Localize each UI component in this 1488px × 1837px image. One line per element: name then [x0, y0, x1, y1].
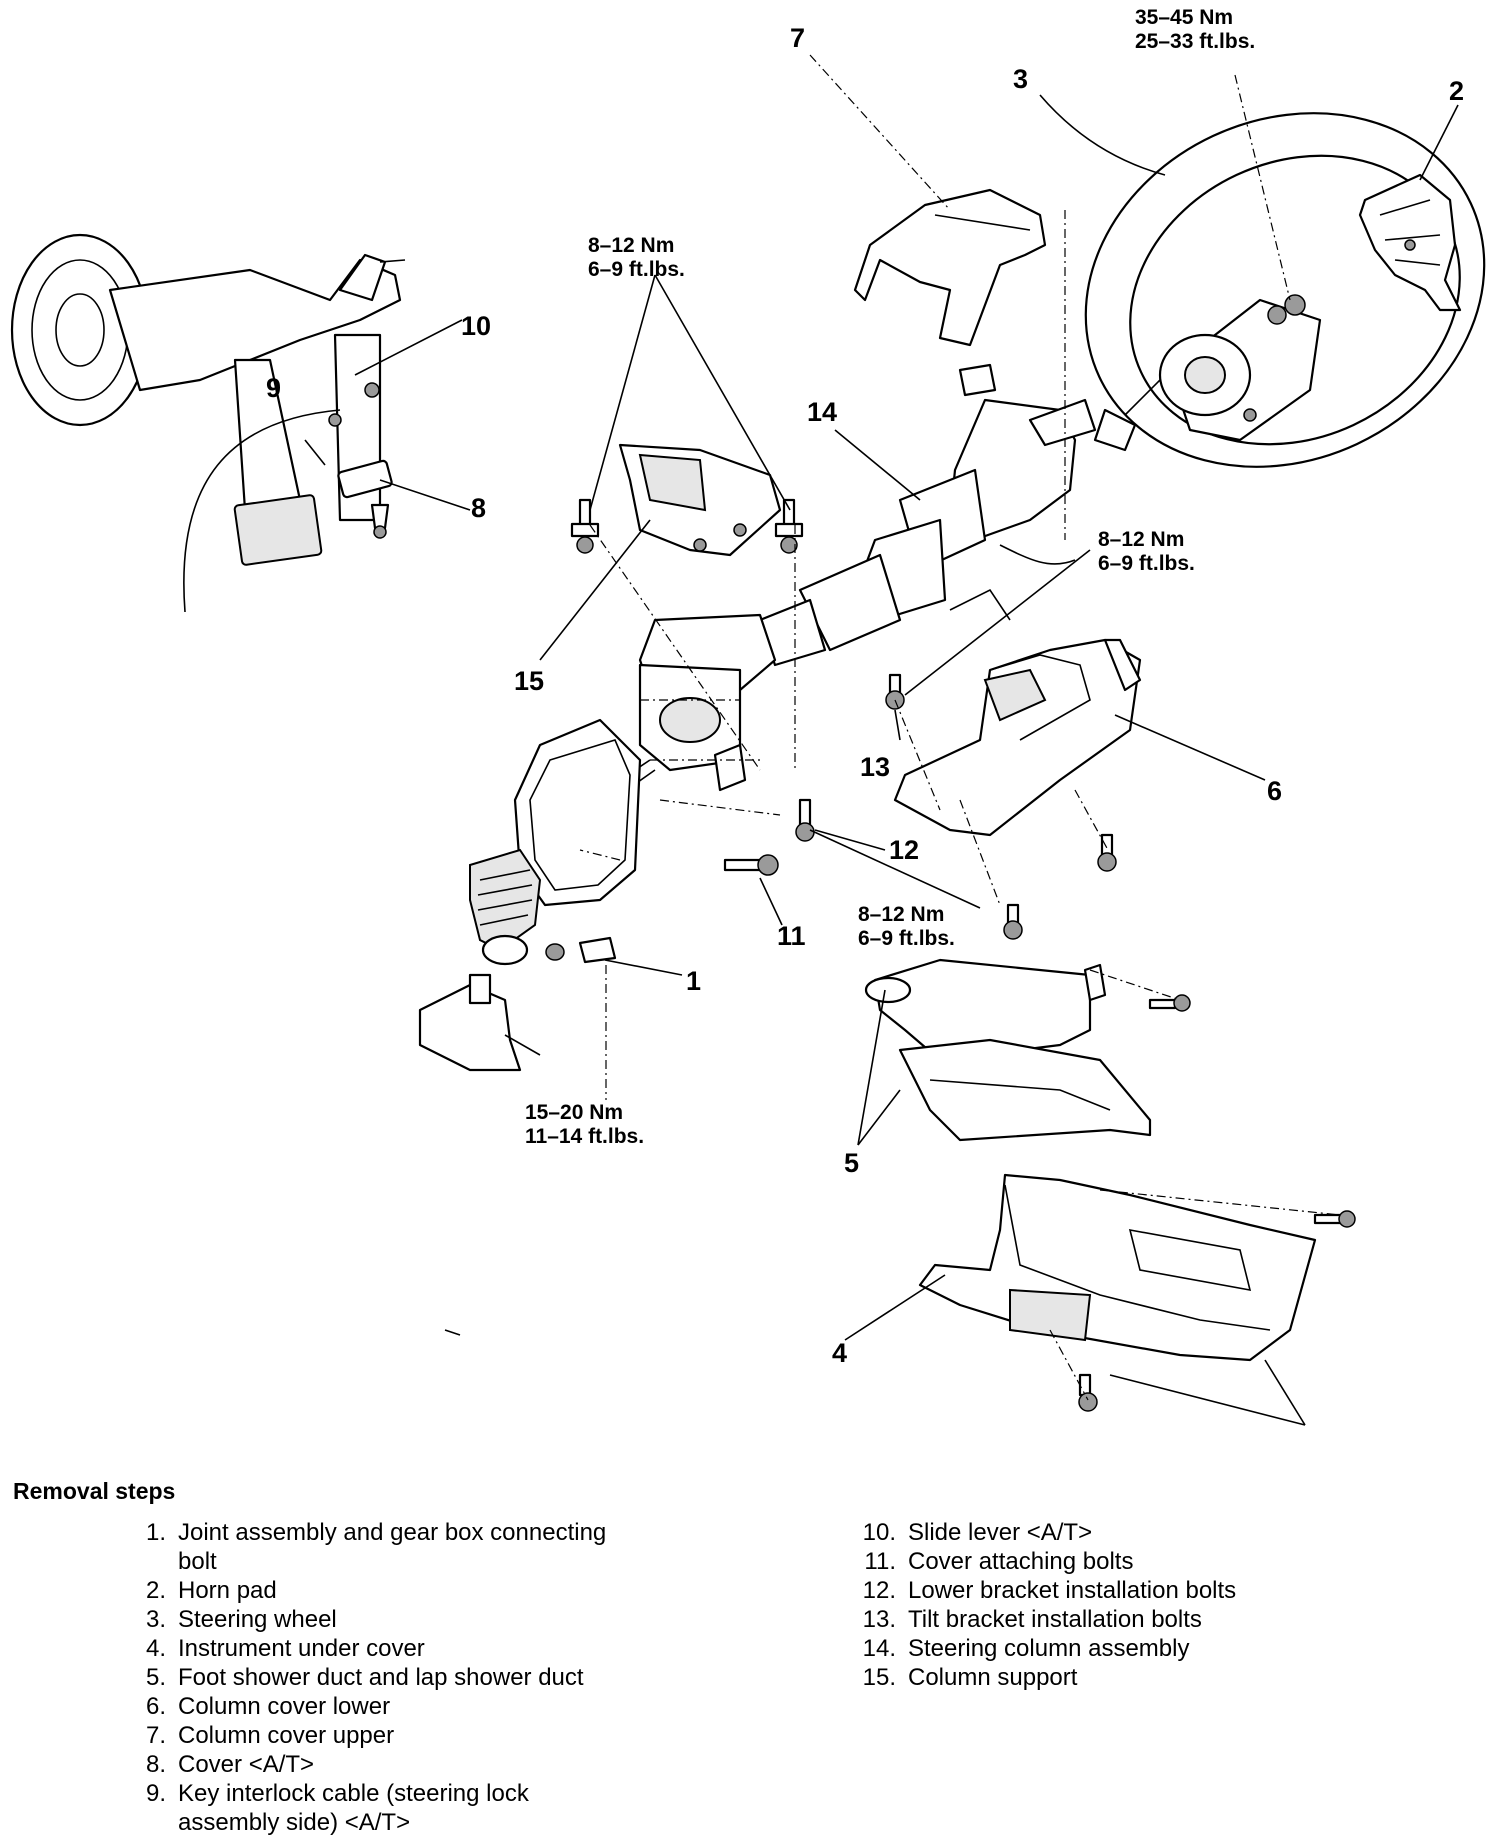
bolt-lower-cover-1	[1097, 833, 1117, 872]
callout-10: 10	[461, 311, 491, 341]
instrument-under-cover	[918, 1173, 1317, 1362]
column-cover-lower	[893, 638, 1142, 837]
bolt-under-cover-2	[1078, 1373, 1098, 1412]
torque-lower-bracket-ftlbs: 6–9 ft.lbs.	[858, 927, 955, 950]
steering-wheel	[1084, 112, 1486, 468]
torque-tilt-bracket-ftlbs: 6–9 ft.lbs.	[1098, 552, 1195, 575]
bolt-cover-attaching	[723, 854, 779, 876]
bolt-duct	[1148, 994, 1191, 1012]
projection-lines	[579, 54, 1341, 1401]
removal-steps-list-left: 1.Joint assembly and gear box connecting…	[128, 1518, 728, 1837]
torque-specs: 35–45 Nm 25–33 ft.lbs. 8–12 Nm 6–9 ft.lb…	[525, 6, 1255, 1148]
removal-step-7: 7.Column cover upper	[145, 1722, 395, 1749]
callout-8: 8	[471, 493, 486, 523]
torque-joint-bolt-nm: 15–20 Nm	[525, 1101, 623, 1124]
callout-7: 7	[790, 23, 805, 53]
torque-column-support-nm: 8–12 Nm	[588, 234, 674, 257]
removal-step-3: 3.Steering wheel	[145, 1606, 337, 1633]
callout-13: 13	[860, 752, 890, 782]
bolt-lower-bracket	[795, 798, 815, 842]
bolt-column-support-left	[570, 498, 600, 554]
callout-labels: 1 2 3 4 5 6 7 8 9 10 11 12 13 14 15	[266, 23, 1464, 1368]
removal-step-8: 8.Cover <A/T>	[145, 1751, 315, 1778]
removal-step-11: 11.Cover attaching bolts	[864, 1548, 1134, 1575]
column-cover-upper	[853, 188, 1047, 347]
removal-step-15: 15.Column support	[862, 1664, 1078, 1691]
callout-4: 4	[832, 1338, 847, 1368]
shift-lever-assembly	[10, 233, 406, 613]
torque-joint-bolt-ftlbs: 11–14 ft.lbs.	[525, 1125, 644, 1148]
torque-steering-wheel-ftlbs: 25–33 ft.lbs.	[1135, 30, 1255, 53]
steering-column-assembly	[758, 363, 1137, 667]
removal-step-1: 1.Joint assembly and gear box connecting…	[145, 1519, 607, 1575]
steering-column-exploded-diagram: 1 2 3 4 5 6 7 8 9 10 11 12 13 14 15 35–4…	[10, 6, 1486, 1426]
leader-lines	[304, 94, 1459, 1426]
callout-6: 6	[1267, 776, 1282, 806]
removal-step-10: 10.Slide lever <A/T>	[862, 1519, 1093, 1546]
removal-step-2: 2.Horn pad	[145, 1577, 277, 1604]
bolt-lower-cover-2	[1003, 903, 1023, 940]
callout-2: 2	[1449, 76, 1464, 106]
removal-step-6: 6.Column cover lower	[145, 1693, 391, 1720]
callout-1: 1	[686, 966, 701, 996]
torque-tilt-bracket-nm: 8–12 Nm	[1098, 528, 1184, 551]
gear-box	[418, 973, 541, 1072]
callout-15: 15	[514, 666, 544, 696]
removal-step-4: 4.Instrument under cover	[145, 1635, 425, 1662]
callout-9: 9	[266, 373, 281, 403]
removal-step-14: 14.Steering column assembly	[862, 1635, 1190, 1662]
bolt-under-cover-1	[1313, 1210, 1356, 1228]
removal-steps-list-right: 10.Slide lever <A/T> 11.Cover attaching …	[858, 1518, 1418, 1692]
callout-5: 5	[844, 1148, 859, 1178]
torque-column-support-ftlbs: 6–9 ft.lbs.	[588, 258, 685, 281]
callout-12: 12	[889, 835, 919, 865]
callout-11: 11	[777, 921, 806, 951]
bolt-tilt-bracket	[885, 673, 905, 710]
torque-lower-bracket-nm: 8–12 Nm	[858, 903, 944, 926]
callout-3: 3	[1013, 64, 1028, 94]
bolts	[570, 498, 1356, 1412]
column-support	[618, 443, 782, 557]
torque-steering-wheel-nm: 35–45 Nm	[1135, 6, 1233, 29]
joint-assembly-boot	[469, 718, 642, 966]
removal-step-5: 5.Foot shower duct and lap shower duct	[145, 1664, 584, 1691]
callout-14: 14	[807, 397, 837, 427]
removal-steps-title: Removal steps	[13, 1478, 176, 1504]
horn-pad	[1358, 173, 1462, 312]
removal-step-12: 12.Lower bracket installation bolts	[862, 1577, 1237, 1604]
foot-shower-duct	[864, 958, 1152, 1142]
removal-step-13: 13.Tilt bracket installation bolts	[862, 1606, 1202, 1633]
